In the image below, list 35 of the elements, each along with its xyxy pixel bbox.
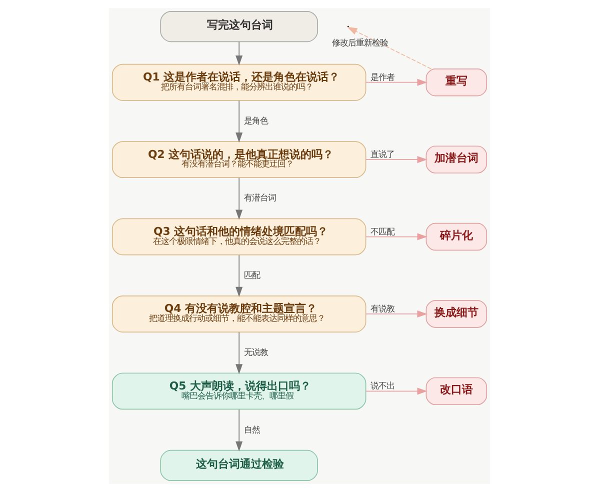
edge-label: 无说教 <box>244 347 268 358</box>
edge-label: 有说教 <box>370 303 394 314</box>
node-box: Q1 这是作者在说话，还是角色在说话？ 把所有台词署名混排，能分辨出谁说的吗？ <box>111 64 366 101</box>
edge-label: 有潜台词 <box>244 192 276 203</box>
edge-label: 直说了 <box>370 149 394 160</box>
node-box: 碎片化 <box>425 222 487 251</box>
edge-label: 自然 <box>244 424 260 434</box>
arrow <box>365 388 427 395</box>
edge-label: 是作者 <box>370 72 394 82</box>
node-box: Q2 这句话说的，是他真正想说的吗？ 有没有潜台词？能不能更迂回？ <box>111 141 366 178</box>
edge-label: 说不出 <box>370 380 394 391</box>
node-box: 改口语 <box>425 377 487 406</box>
edge-label: 是角色 <box>244 115 268 126</box>
edge-label: 修改后重新检验 <box>331 38 388 48</box>
node-box: Q3 这句话和他的情绪处境匹配吗？ 在这个极限情绪下，他真的会说这么完整的话？ <box>111 218 366 256</box>
arrow <box>365 156 427 164</box>
node-box: Q5 大声朗读，说得出口吗？ 嘴巴会告诉你哪里卡壳、哪里假 <box>111 372 366 410</box>
node-box: 加潜台词 <box>425 146 487 174</box>
edge-label: 匹配 <box>244 270 260 280</box>
arrow <box>346 26 432 70</box>
arrow <box>235 100 242 143</box>
node-box: 换成细节 <box>425 300 487 328</box>
node-box: Q4 有没有说教腔和主题宣言？ 把道理换成行动或细节，能不能表达同样的意思？ <box>111 296 366 332</box>
node-box: 这句台词通过检验 <box>160 450 318 481</box>
arrow <box>235 178 242 220</box>
arrow <box>365 233 427 240</box>
arrow <box>235 409 242 452</box>
node-box: 写完这句台词 <box>160 11 318 42</box>
arrow <box>235 254 242 297</box>
arrow <box>235 332 242 374</box>
node-box: 重写 <box>425 68 487 96</box>
arrow <box>235 41 242 66</box>
arrow <box>365 78 427 86</box>
arrow <box>365 310 427 318</box>
edge-label: 不匹配 <box>370 226 394 236</box>
